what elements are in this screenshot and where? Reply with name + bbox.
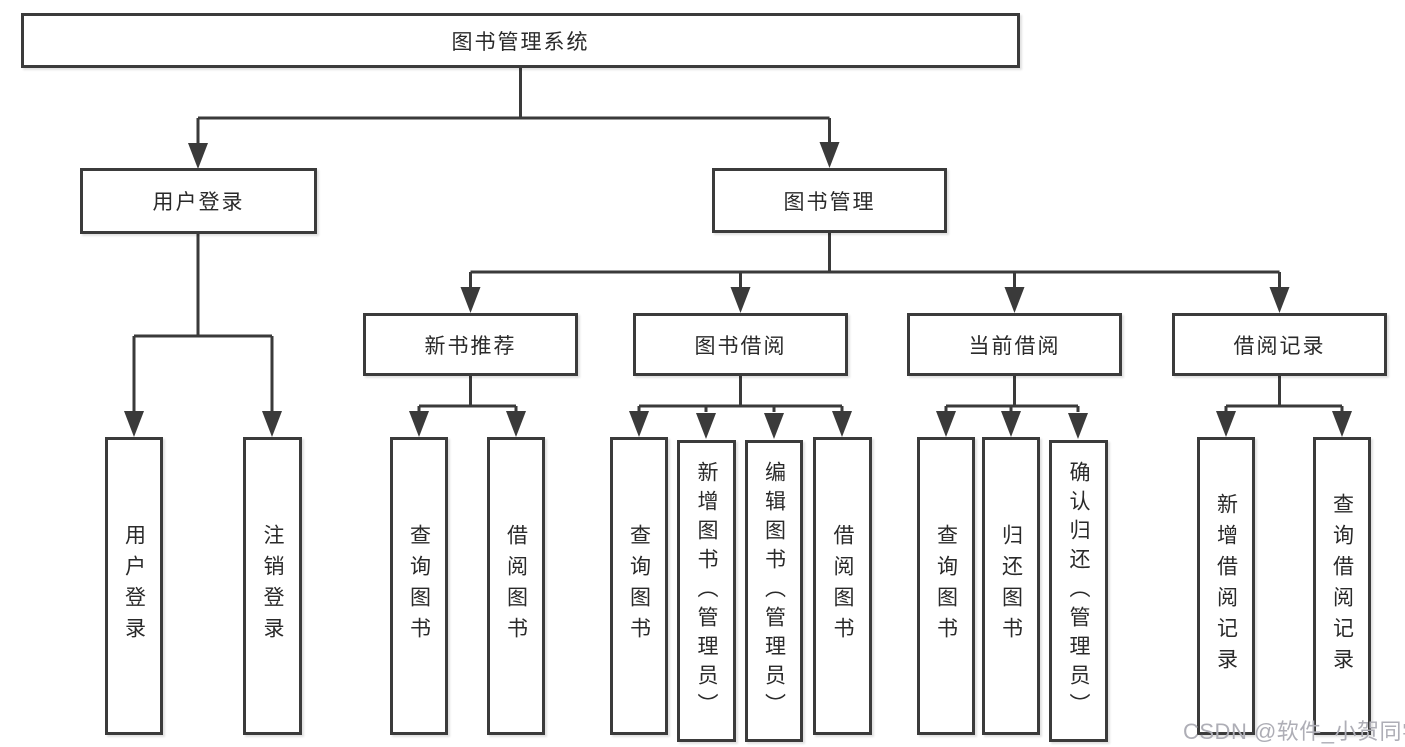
watermark-text: CSDN @软件_小贺同学 — [1183, 719, 1405, 744]
leaf-add-books-admin: 新增图书（管理员） — [677, 440, 736, 742]
node-label: 用户登录 — [152, 191, 245, 214]
node-book-borrowing: 图书借阅 — [633, 313, 848, 376]
node-label: 图书借阅 — [694, 334, 787, 358]
leaf-label: 新增借阅记录 — [1214, 493, 1238, 679]
node-book-management: 图书管理 — [712, 168, 947, 233]
leaf-label: 查询图书 — [627, 524, 651, 648]
node-current-borrowing: 当前借阅 — [907, 313, 1122, 376]
connector-book-borrowing — [629, 376, 852, 439]
node-label: 图书管理系统 — [451, 30, 590, 54]
leaf-label: 借阅图书 — [831, 524, 854, 648]
connector-new-book-recommendation — [409, 376, 526, 437]
leaf-label: 确认归还（管理员） — [1067, 460, 1090, 722]
connector-current-borrowing — [936, 376, 1088, 439]
leaf-query-books-borrowing: 查询图书 — [610, 437, 668, 735]
leaf-user-login: 用户登录 — [105, 437, 163, 735]
connector-user-login — [124, 233, 282, 437]
leaf-label: 注销登录 — [261, 524, 284, 648]
node-new-book-recommendation: 新书推荐 — [363, 313, 578, 376]
leaf-label: 用户登录 — [122, 524, 146, 648]
leaf-label: 借阅图书 — [504, 524, 528, 648]
connector-borrowing-records — [1216, 376, 1352, 437]
leaf-query-books-current: 查询图书 — [917, 437, 975, 735]
node-user-login: 用户登录 — [80, 168, 317, 234]
leaf-confirm-return-admin: 确认归还（管理员） — [1049, 440, 1108, 742]
node-library-management-system: 图书管理系统 — [21, 13, 1020, 68]
connector-root — [188, 68, 840, 169]
leaf-label: 查询借阅记录 — [1330, 493, 1354, 679]
leaf-edit-books-admin: 编辑图书（管理员） — [745, 440, 803, 742]
leaf-label: 编辑图书（管理员） — [762, 460, 786, 722]
leaf-add-borrow-record: 新增借阅记录 — [1197, 437, 1255, 735]
leaf-label: 新增图书（管理员） — [695, 460, 718, 722]
connector-book-management — [460, 233, 1290, 313]
leaf-query-books-recommend: 查询图书 — [390, 437, 448, 735]
node-label: 图书管理 — [783, 190, 876, 214]
node-label: 新书推荐 — [424, 334, 517, 358]
node-label: 当前借阅 — [968, 334, 1061, 358]
leaf-query-borrow-record: 查询借阅记录 — [1313, 437, 1371, 735]
leaf-borrow-books-recommend: 借阅图书 — [487, 437, 545, 735]
leaf-label: 查询图书 — [934, 524, 958, 648]
node-label: 借阅记录 — [1233, 334, 1326, 358]
node-borrowing-records: 借阅记录 — [1172, 313, 1387, 376]
leaf-label: 查询图书 — [407, 524, 431, 648]
leaf-logout: 注销登录 — [243, 437, 302, 735]
leaf-return-books: 归还图书 — [982, 437, 1040, 735]
leaf-borrow-books-borrowing: 借阅图书 — [813, 437, 872, 735]
leaf-label: 归还图书 — [999, 524, 1023, 648]
